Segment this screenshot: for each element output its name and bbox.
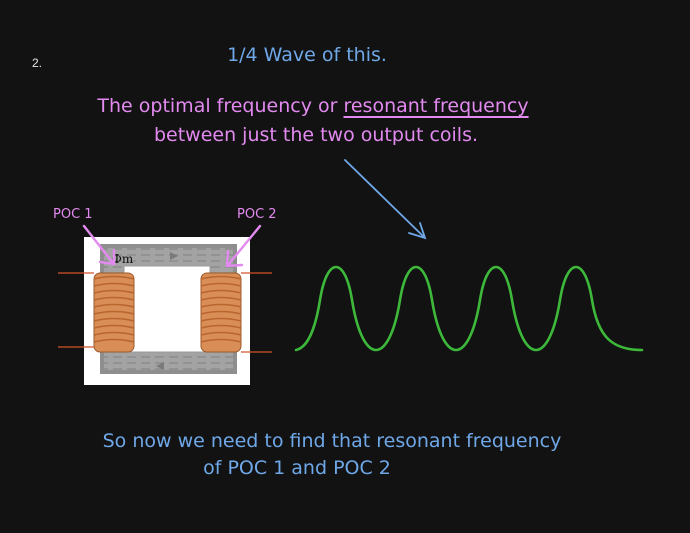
transformer-diagram: Φm <box>58 237 272 385</box>
resonance-pointer-arrow <box>344 159 427 240</box>
sine-wave <box>294 265 644 352</box>
lead-wires <box>58 272 272 353</box>
poc2-label: POC 2 <box>237 207 277 222</box>
heading: 1/4 Wave of this. <box>227 44 387 66</box>
slide-number: 2. <box>32 56 43 70</box>
footer-line-2: of POC 1 and POC 2 <box>203 457 391 479</box>
description-prefix: The optimal frequency or <box>97 95 344 117</box>
poc1-label: POC 1 <box>53 207 93 222</box>
coil-left <box>93 272 135 353</box>
resonant-frequency-underlined: resonant frequency <box>343 95 529 117</box>
description-line-1: The optimal frequency or resonant freque… <box>0 95 626 117</box>
description-line-2: between just the two output coils. <box>153 124 479 146</box>
poc2-pointer-arrow <box>225 224 262 268</box>
flux-symbol: Φm <box>112 252 134 266</box>
coil-right <box>200 272 242 353</box>
poc1-pointer-arrow <box>82 224 116 266</box>
footer-line-1: So now we need to find that resonant fre… <box>102 430 562 452</box>
